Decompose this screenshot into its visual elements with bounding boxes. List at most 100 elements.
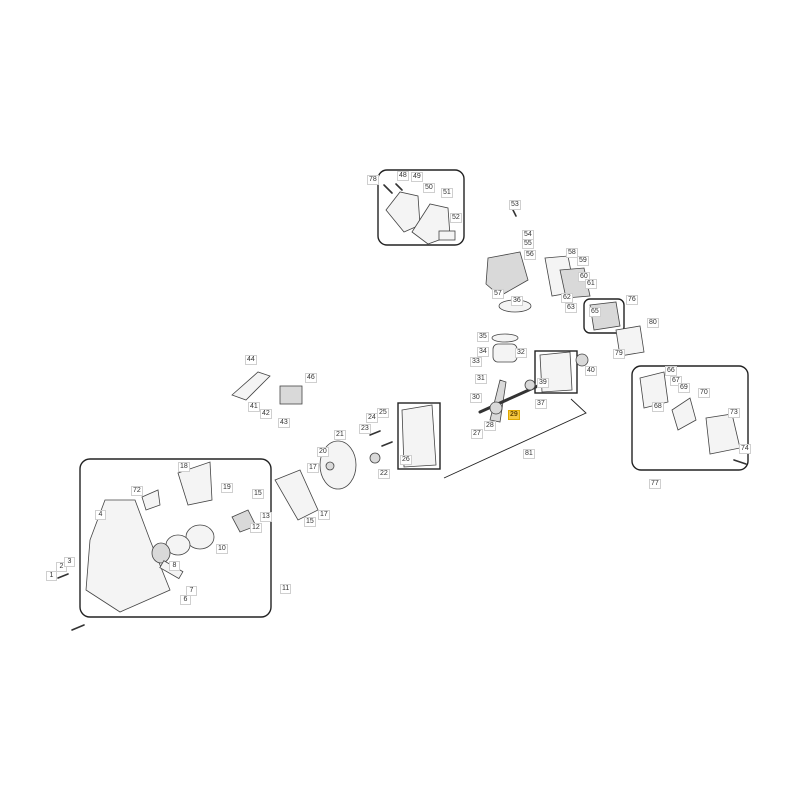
part-66-filter-base [639, 371, 669, 409]
callout-40[interactable]: 40 [585, 366, 597, 376]
callout-17a[interactable]: 17 [307, 463, 319, 473]
part-10-pulley [185, 524, 215, 550]
callout-72[interactable]: 72 [131, 486, 143, 496]
callout-51[interactable]: 51 [441, 188, 453, 198]
part-44-tank-cover [231, 371, 271, 401]
callout-57[interactable]: 57 [492, 289, 504, 299]
callout-68[interactable]: 68 [652, 402, 664, 412]
callout-48[interactable]: 48 [397, 171, 409, 181]
callout-33[interactable]: 33 [470, 357, 482, 367]
part-28-bearing [489, 401, 503, 415]
callout-53[interactable]: 53 [509, 200, 521, 210]
callout-50[interactable]: 50 [423, 183, 435, 193]
callout-27[interactable]: 27 [471, 429, 483, 439]
callout-55[interactable]: 55 [522, 239, 534, 249]
callout-32[interactable]: 32 [515, 348, 527, 358]
part-39-frame [534, 350, 578, 394]
callout-60[interactable]: 60 [578, 272, 590, 282]
callout-46[interactable]: 46 [305, 373, 317, 383]
callout-20[interactable]: 20 [317, 447, 329, 457]
part-26-frame [397, 402, 441, 470]
callout-43[interactable]: 43 [278, 418, 290, 428]
callout-73[interactable]: 73 [728, 408, 740, 418]
callout-58[interactable]: 58 [566, 248, 578, 258]
part-48-screw [383, 184, 393, 194]
part-34-piston [492, 343, 518, 363]
callout-56[interactable]: 56 [524, 250, 536, 260]
callout-52[interactable]: 52 [450, 213, 462, 223]
callout-19[interactable]: 19 [221, 483, 233, 493]
callout-39[interactable]: 39 [537, 378, 549, 388]
part-16-plate [274, 469, 319, 521]
part-23-screw [369, 430, 381, 436]
callout-65[interactable]: 65 [589, 307, 601, 317]
callout-15[interactable]: 15 [252, 489, 264, 499]
callout-17b[interactable]: 17 [318, 510, 330, 520]
callout-77[interactable]: 77 [649, 479, 661, 489]
callout-80[interactable]: 80 [647, 318, 659, 328]
callout-26[interactable]: 26 [400, 455, 412, 465]
callout-78[interactable]: 78 [367, 175, 379, 185]
callout-11[interactable]: 11 [280, 584, 292, 594]
part-44-tank [279, 385, 303, 405]
part-49-screw [395, 183, 403, 191]
part-37-bearing [524, 379, 536, 391]
callout-37[interactable]: 37 [535, 399, 547, 409]
part-26-crankcase [401, 404, 437, 468]
callout-49[interactable]: 49 [411, 172, 423, 182]
callout-3[interactable]: 3 [64, 557, 75, 567]
part-57-cylinder [485, 251, 529, 297]
callout-18[interactable]: 18 [178, 462, 190, 472]
callout-25[interactable]: 25 [377, 408, 389, 418]
callout-41[interactable]: 41 [248, 402, 260, 412]
callout-69[interactable]: 69 [678, 383, 690, 393]
callout-2[interactable]: 2 [56, 562, 67, 572]
callout-12[interactable]: 12 [250, 523, 262, 533]
callout-16[interactable]: 15 [304, 517, 316, 527]
group-81-bracket [443, 398, 587, 479]
callout-62[interactable]: 62 [561, 293, 573, 303]
callout-30[interactable]: 30 [470, 393, 482, 403]
callout-4[interactable]: 4 [95, 510, 106, 520]
callout-24[interactable]: 24 [366, 413, 378, 423]
callout-7[interactable]: 7 [186, 586, 197, 596]
callout-36[interactable]: 36 [511, 296, 523, 306]
part-40-seal [575, 353, 589, 367]
callout-31[interactable]: 31 [475, 374, 487, 384]
part-35-rings [491, 333, 519, 343]
screw [71, 624, 85, 631]
part-1-screw [57, 573, 69, 579]
group-78-frame [377, 169, 465, 246]
callout-21[interactable]: 21 [334, 430, 346, 440]
callout-79[interactable]: 79 [613, 349, 625, 359]
callout-23[interactable]: 23 [359, 424, 371, 434]
part-74-knob [733, 459, 747, 465]
part-8-spring [151, 542, 171, 564]
callout-13[interactable]: 13 [260, 512, 272, 522]
callout-22[interactable]: 22 [378, 469, 390, 479]
callout-1[interactable]: 1 [46, 571, 57, 581]
callout-63[interactable]: 63 [565, 303, 577, 313]
callout-81[interactable]: 81 [523, 449, 535, 459]
callout-34[interactable]: 34 [477, 347, 489, 357]
callout-76[interactable]: 76 [626, 295, 638, 305]
callout-66[interactable]: 66 [665, 366, 677, 376]
callout-59[interactable]: 59 [577, 256, 589, 266]
part-22-washer [369, 452, 381, 464]
group-77-frame [631, 365, 749, 471]
part-79-gasket [615, 325, 645, 357]
callout-70[interactable]: 70 [698, 388, 710, 398]
callout-74[interactable]: 74 [739, 444, 751, 454]
callout-28[interactable]: 28 [484, 421, 496, 431]
callout-6[interactable]: 6 [180, 595, 191, 605]
callout-67[interactable]: 67 [670, 376, 682, 386]
callout-42[interactable]: 42 [260, 409, 272, 419]
callout-8[interactable]: 8 [169, 561, 180, 571]
callout-44[interactable]: 44 [245, 355, 257, 365]
callout-10[interactable]: 10 [216, 544, 228, 554]
callout-61[interactable]: 61 [585, 279, 597, 289]
callout-29-highlighted[interactable]: 29 [508, 410, 520, 420]
callout-35[interactable]: 35 [477, 332, 489, 342]
